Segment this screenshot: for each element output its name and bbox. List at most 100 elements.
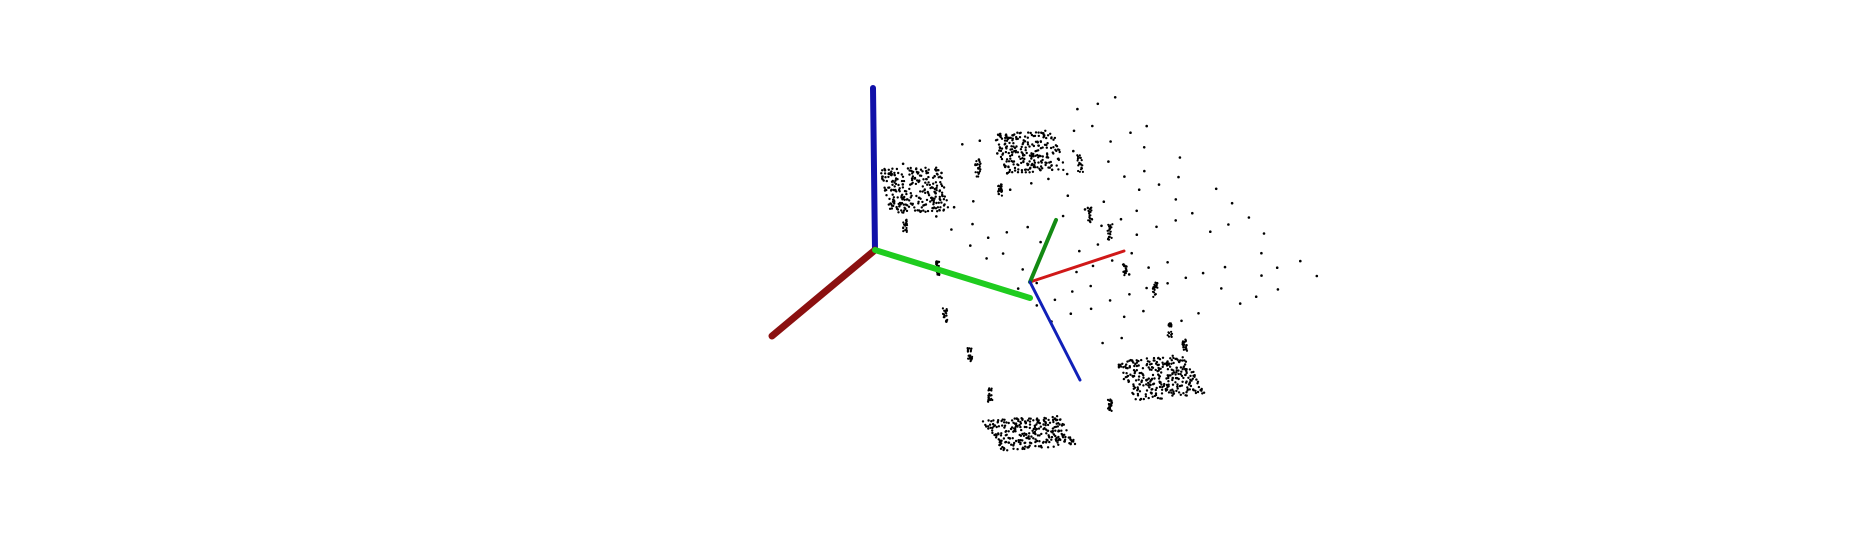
cloud-point [1201, 392, 1204, 395]
cloud-point [1062, 168, 1065, 172]
cloud-point [926, 209, 930, 213]
cloud-point [1315, 274, 1319, 278]
cloud-point [900, 209, 903, 212]
cloud-point [1088, 212, 1091, 215]
cloud-point [1148, 360, 1151, 363]
cloud-point [1186, 386, 1189, 389]
cloud-point [1180, 370, 1183, 373]
cloud-point [1153, 377, 1156, 380]
cloud-point [935, 215, 938, 218]
cloud-point [1042, 423, 1045, 426]
cloud-point [978, 160, 981, 163]
cloud-point [924, 203, 928, 206]
cloud-point [932, 201, 935, 204]
cloud-point [1174, 381, 1177, 384]
cloud-point [935, 186, 938, 190]
cloud-point [1056, 425, 1060, 428]
cloud-point [1011, 171, 1014, 174]
cloud-point [1023, 157, 1026, 161]
cloud-point [1008, 170, 1011, 174]
cloud-point [1110, 259, 1114, 262]
cloud-point [1183, 367, 1187, 371]
cloud-point [1157, 373, 1160, 376]
cloud-point [969, 244, 972, 247]
cloud-point [1008, 141, 1011, 145]
cloud-point [1030, 157, 1033, 160]
cloud-point [1214, 187, 1218, 191]
cloud-point [1061, 214, 1065, 218]
cloud-point [970, 347, 973, 350]
cloud-point [1088, 208, 1091, 211]
cloud-point [1021, 447, 1024, 451]
cloud-point [1158, 367, 1161, 371]
cloud-point [939, 198, 942, 202]
cloud-point [1171, 394, 1174, 397]
cloud-point [1170, 391, 1173, 394]
cloud-point [885, 194, 888, 197]
cloud-point [1140, 358, 1143, 362]
cloud-point [1028, 441, 1032, 444]
cloud-point [1052, 152, 1055, 155]
cloud-point [1008, 437, 1011, 440]
cloud-point [932, 203, 935, 206]
cloud-point [909, 192, 912, 195]
cloud-point [997, 143, 1001, 146]
cloud-point [891, 167, 894, 170]
cloud-point [1000, 137, 1004, 140]
cloud-point [1184, 373, 1187, 377]
cloud-point [894, 182, 898, 186]
cloud-point [1149, 383, 1152, 387]
cloud-point [1042, 418, 1046, 422]
cloud-point [1151, 395, 1154, 398]
cloud-point [1134, 362, 1137, 366]
cloud-point [1125, 366, 1128, 370]
cloud-point [1034, 154, 1037, 157]
cloud-point [1035, 439, 1039, 443]
cloud-point [1015, 424, 1018, 427]
cloud-point [1151, 287, 1154, 290]
cloud-point [1145, 389, 1149, 392]
cloud-point [1155, 386, 1158, 390]
cloud-point [1091, 264, 1095, 268]
cloud-point [896, 196, 899, 199]
cloud-point [1157, 377, 1161, 380]
cloud-point [932, 182, 935, 185]
cloud-point [889, 202, 892, 205]
cloud-point [1163, 362, 1167, 365]
cloud-point [890, 207, 894, 210]
cloud-point [1015, 417, 1018, 420]
cloud-point [908, 187, 911, 191]
cloud-point [1046, 155, 1049, 159]
cloud-point [910, 169, 913, 173]
cloud-point [1125, 363, 1128, 366]
cloud-point [1076, 107, 1079, 111]
cloud-point [933, 187, 936, 191]
cloud-point [1017, 168, 1020, 171]
cloud-point [1055, 415, 1059, 418]
cloud-point [996, 152, 999, 155]
cloud-point [1144, 393, 1148, 396]
cloud-point [1047, 434, 1050, 437]
cloud-point [970, 357, 973, 360]
cloud-point [1121, 362, 1124, 365]
cloud-point [1172, 356, 1175, 360]
cloud-point [884, 176, 887, 179]
cloud-point [1026, 143, 1030, 146]
cloud-point [1124, 269, 1127, 273]
cloud-point [1154, 392, 1158, 395]
cloud-point [1013, 417, 1016, 420]
cloud-point [1050, 164, 1053, 167]
cloud-point [1002, 421, 1006, 424]
cloud-point [1131, 360, 1134, 363]
cloud-point [885, 179, 888, 183]
cloud-point [1065, 429, 1068, 432]
cloud-point [1183, 343, 1186, 346]
cloud-point [1096, 102, 1100, 106]
cloud-point [1025, 433, 1028, 436]
cloud-point [1034, 444, 1037, 448]
cloud-point [1167, 375, 1170, 378]
cloud-point [1192, 370, 1195, 374]
cloud-point [1109, 230, 1112, 233]
